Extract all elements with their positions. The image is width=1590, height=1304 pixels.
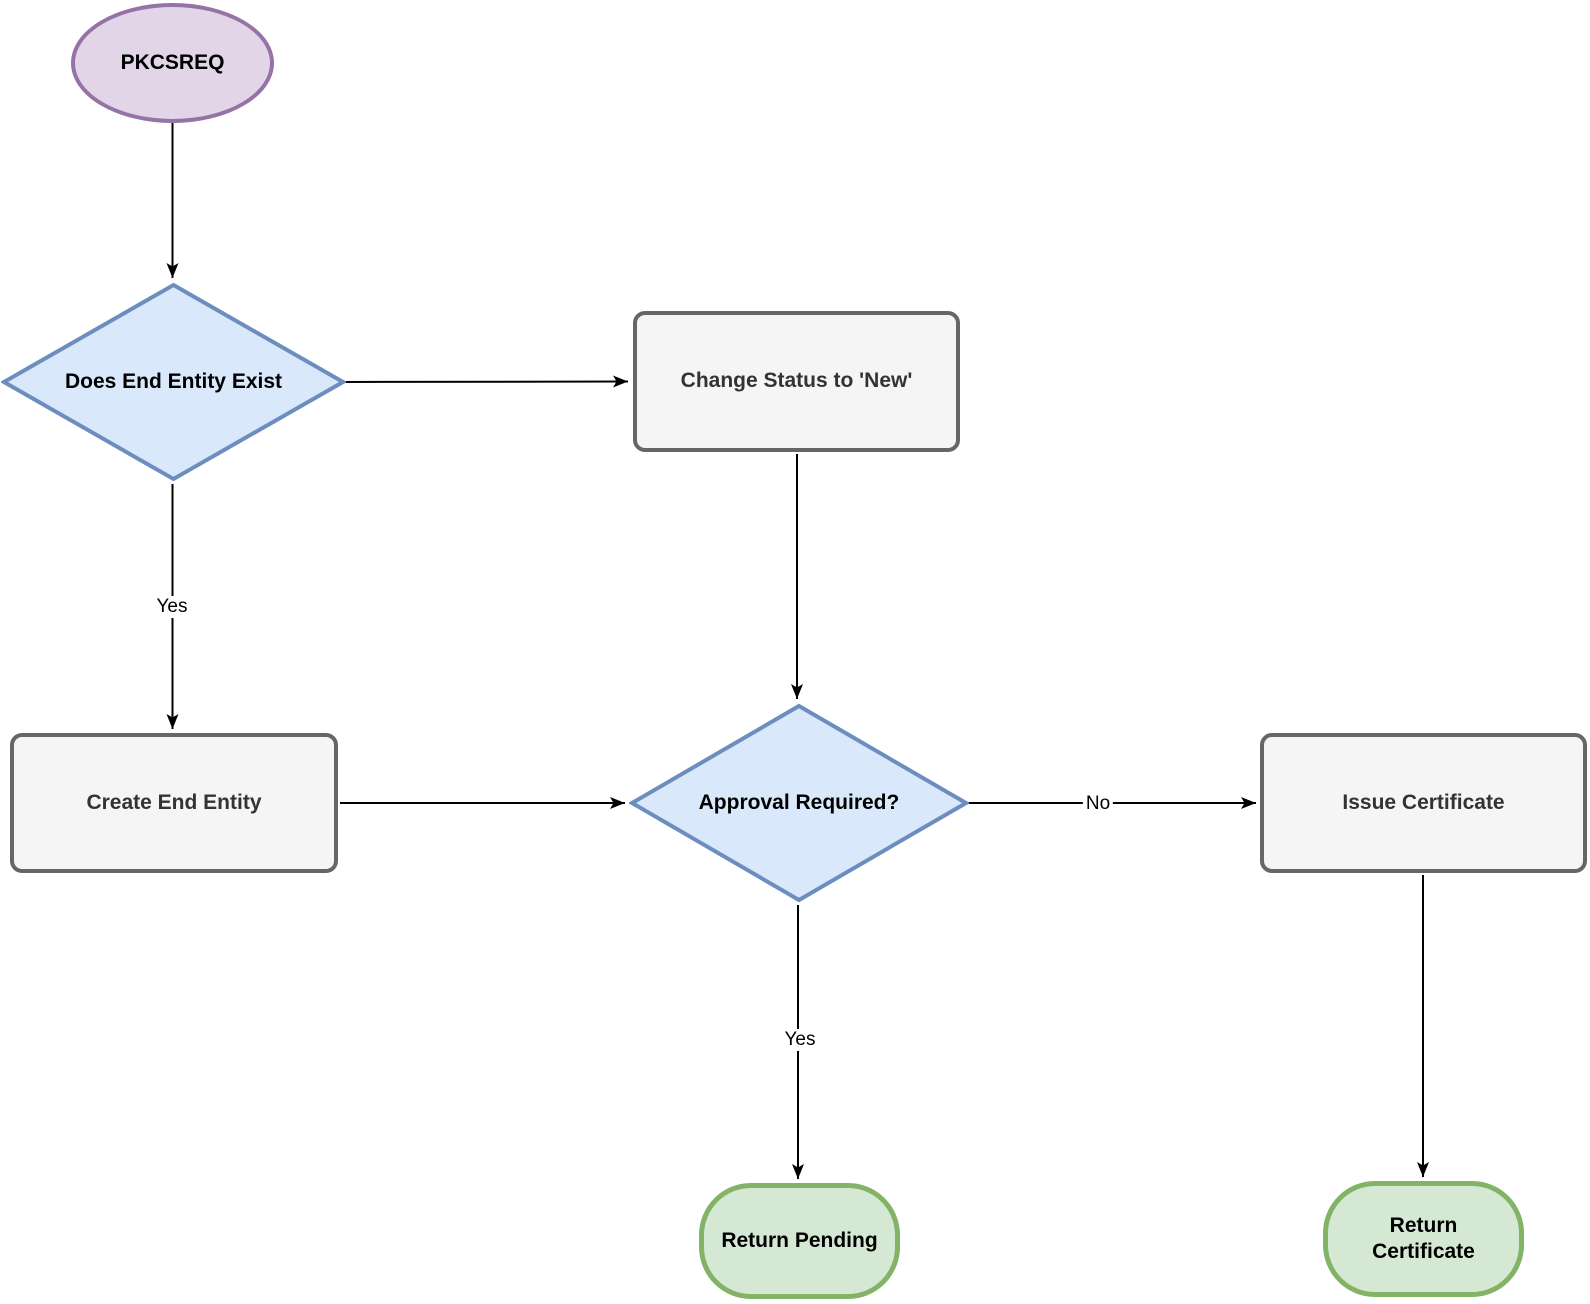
node-issue-certificate: Issue Certificate <box>1260 733 1587 873</box>
node-create-end-entity: Create End Entity <box>10 733 338 873</box>
node-create-end-entity-label: Create End Entity <box>86 790 262 814</box>
node-return-pending: Return Pending <box>699 1183 900 1299</box>
node-change-status-to-new: Change Status to 'New' <box>633 311 960 452</box>
edge-label-approval-no: No <box>1082 793 1114 815</box>
node-change-status-to-new-label: Change Status to 'New' <box>680 369 913 393</box>
node-return-certificate-label: Return Certificate <box>1372 1213 1475 1263</box>
node-approval-required: Approval Required? <box>629 703 969 903</box>
node-return-pending-label: Return Pending <box>721 1228 878 1252</box>
diamond-shape <box>629 703 969 903</box>
node-pkcsreq: PKCSREQ <box>71 3 274 123</box>
node-issue-certificate-label: Issue Certificate <box>1342 790 1505 814</box>
node-does-end-entity-exist-label: Does End Entity Exist <box>64 369 283 393</box>
edge-does-end-entity-exist-to-change-status <box>343 375 629 388</box>
node-pkcsreq-label: PKCSREQ <box>120 50 225 74</box>
node-return-certificate: Return Certificate <box>1323 1181 1524 1297</box>
diamond-shape <box>1 282 346 482</box>
edge-label-approval-yes: Yes <box>781 1029 819 1051</box>
node-approval-required-label: Approval Required? <box>698 790 900 814</box>
edge-label-exists-yes: Yes <box>153 596 191 618</box>
node-does-end-entity-exist: Does End Entity Exist <box>1 282 346 482</box>
